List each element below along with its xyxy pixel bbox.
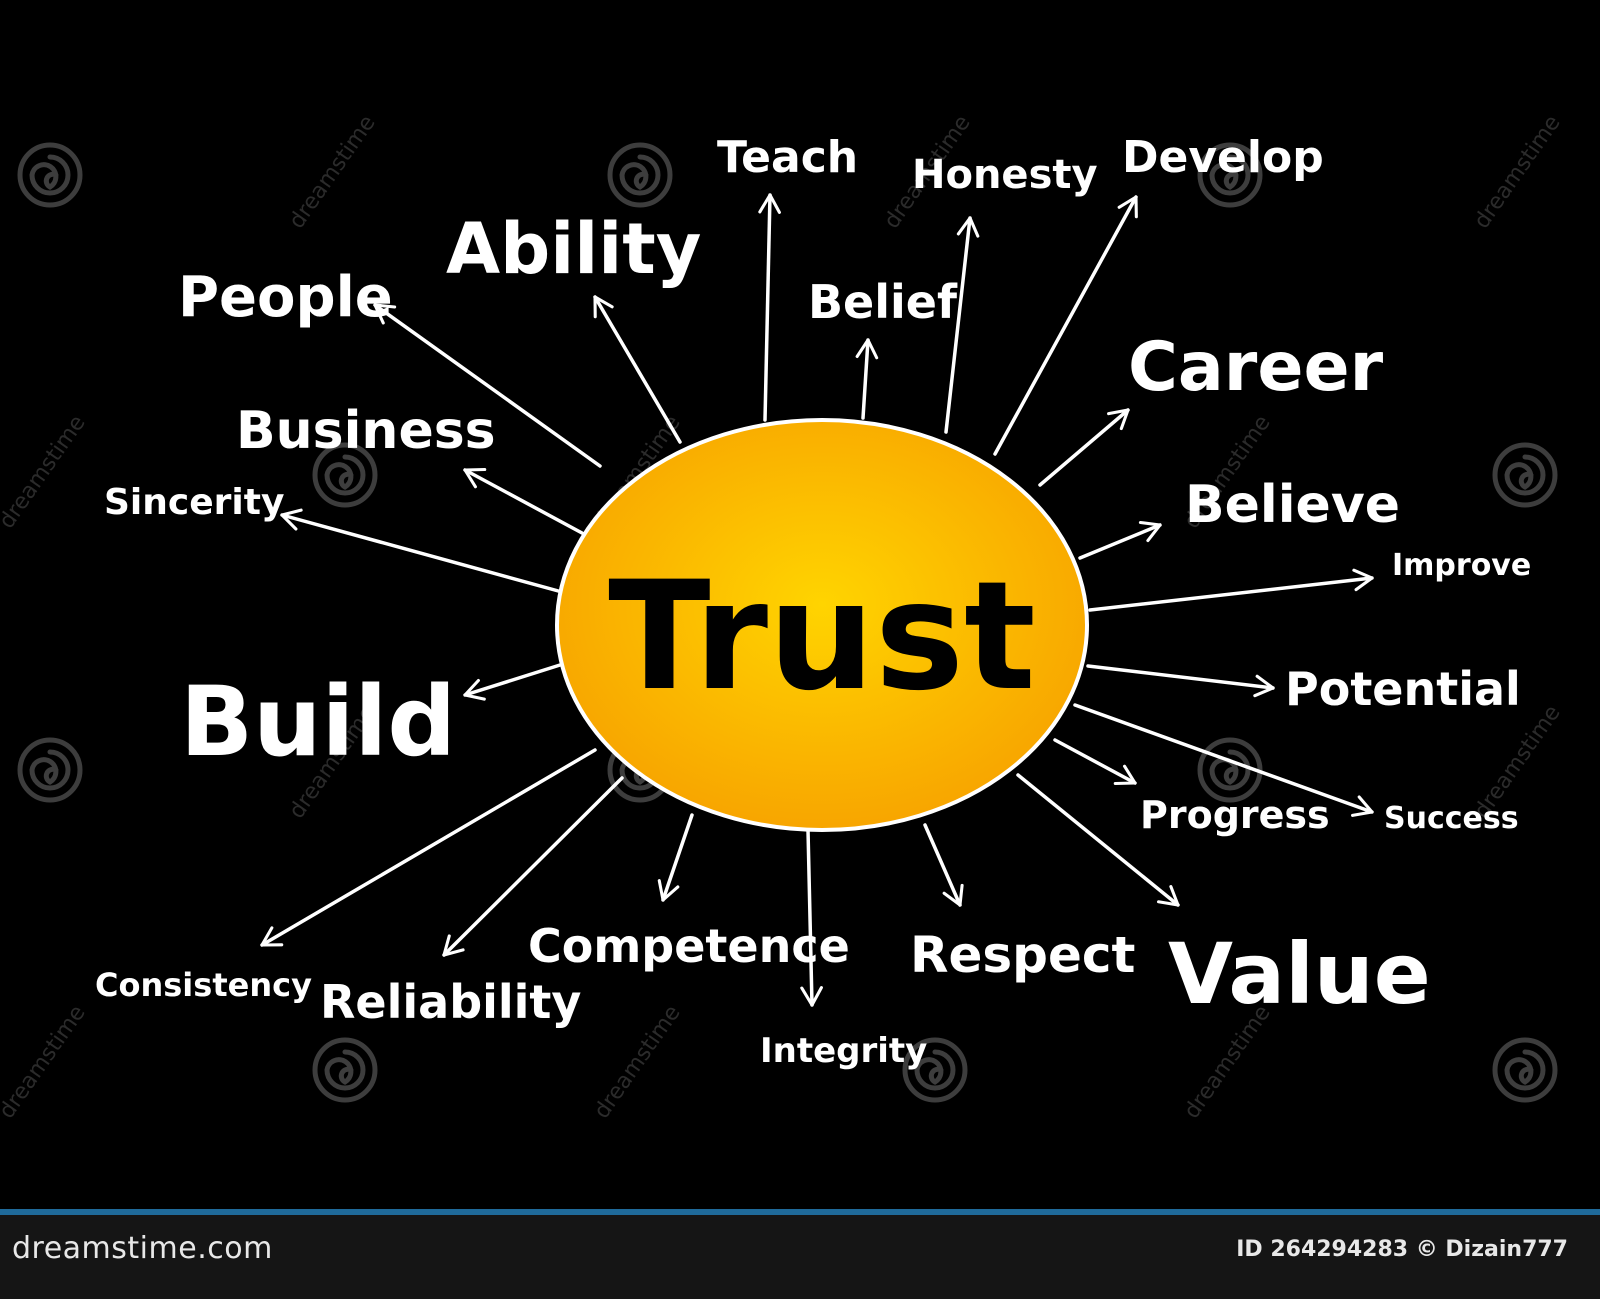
arrow-to-improve: [1088, 568, 1374, 612]
word-success: Success: [1384, 801, 1519, 836]
word-respect: Respect: [910, 926, 1135, 984]
word-potential: Potential: [1285, 662, 1521, 716]
spiral-logo-icon: [315, 1040, 375, 1100]
arrow-to-career: [1038, 408, 1130, 487]
word-build: Build: [180, 666, 456, 778]
word-business: Business: [236, 401, 496, 461]
watermark-text: dreamstime: [284, 111, 380, 234]
arrow-to-develop: [993, 195, 1138, 456]
center-label: Trust: [608, 550, 1036, 724]
mind-map-canvas: dreamstime dreamstime dreamstime dreamst…: [0, 111, 1566, 1124]
word-value: Value: [1168, 925, 1431, 1023]
arrow-to-business: [463, 467, 584, 535]
arrow-to-reliability: [442, 776, 624, 957]
arrow-to-value: [1016, 773, 1180, 907]
arrow-layer: [260, 193, 1374, 1007]
spiral-logo-icon: [20, 145, 80, 205]
word-belief: Belief: [808, 275, 958, 329]
arrow-to-people: [373, 303, 602, 468]
word-people: People: [178, 265, 393, 330]
watermark-text: dreamstime: [1469, 111, 1565, 234]
arrow-to-belief: [855, 338, 879, 420]
arrow-to-ability: [593, 295, 682, 444]
word-layer: People Ability Teach Honesty Develop Bel…: [95, 132, 1531, 1071]
word-ability: Ability: [446, 208, 701, 290]
watermark-text: dreamstime: [589, 1001, 685, 1124]
watermark-text: dreamstime: [0, 411, 91, 534]
arrow-to-honesty: [944, 216, 980, 434]
arrow-to-potential: [1086, 664, 1275, 698]
arrow-to-success: [1073, 703, 1374, 817]
center-node: Trust: [555, 418, 1089, 832]
word-develop: Develop: [1122, 132, 1324, 183]
arrow-to-consistency: [260, 748, 597, 947]
word-believe: Believe: [1185, 475, 1400, 535]
footer-bar: dreamstime.com ID 264294283 © Dizain777: [0, 1209, 1600, 1299]
arrow-to-believe: [1078, 520, 1162, 560]
word-teach: Teach: [717, 132, 858, 183]
footer-image-id: ID 264294283 © Dizain777: [1236, 1237, 1568, 1262]
arrow-to-respect: [923, 823, 964, 907]
arrow-to-competence: [657, 813, 694, 902]
arrow-to-teach: [758, 193, 781, 422]
word-consistency: Consistency: [95, 966, 312, 1004]
arrow-to-sincerity: [280, 508, 564, 594]
spiral-logo-icon: [20, 740, 80, 800]
footer-accent-band: [0, 1209, 1600, 1215]
spiral-logo-icon: [1495, 1040, 1555, 1100]
footer-site-name: dreamstime.com: [12, 1231, 273, 1266]
watermark-text: dreamstime: [0, 1001, 91, 1124]
center-circle: [555, 418, 1089, 832]
word-sincerity: Sincerity: [104, 482, 284, 523]
spiral-logo-icon: [610, 145, 670, 205]
word-competence: Competence: [528, 919, 850, 973]
word-honesty: Honesty: [912, 152, 1098, 198]
word-career: Career: [1128, 328, 1384, 407]
word-reliability: Reliability: [320, 975, 581, 1029]
arrow-to-integrity: [800, 828, 823, 1007]
spiral-logo-icon: [1495, 445, 1555, 505]
word-progress: Progress: [1140, 793, 1330, 837]
word-improve: Improve: [1392, 548, 1531, 583]
word-integrity: Integrity: [760, 1031, 927, 1071]
arrow-to-build: [463, 663, 562, 701]
arrow-to-progress: [1053, 738, 1137, 786]
